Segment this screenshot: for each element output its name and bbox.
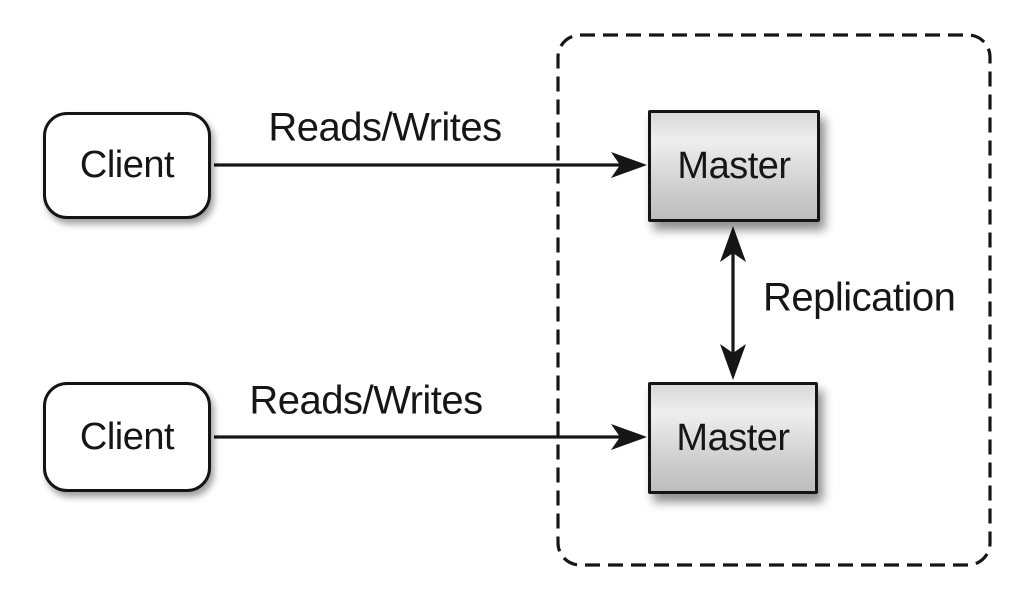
node-master-bottom-label: Master [676, 416, 790, 459]
node-master-top: Master [648, 110, 820, 222]
arrowhead-right-icon [611, 152, 647, 178]
node-client-top-label: Client [79, 144, 175, 186]
arrowhead-right-icon [611, 424, 647, 450]
node-master-bottom: Master [648, 382, 818, 494]
arrowhead-up-icon [720, 226, 746, 262]
node-client-top: Client [43, 112, 211, 219]
reads-writes-arrow-bottom [214, 424, 647, 450]
reads-writes-arrow-top [214, 152, 647, 178]
replication-group-dashed-border [556, 33, 992, 567]
edge-label-reads-writes-top: Reads/Writes [268, 105, 502, 150]
edge-label-reads-writes-bottom: Reads/Writes [249, 378, 483, 423]
node-client-bottom-label: Client [79, 415, 175, 458]
replication-double-arrow [720, 226, 746, 380]
node-master-top-label: Master [677, 144, 791, 187]
edge-label-replication: Replication [763, 275, 956, 320]
node-client-bottom: Client [43, 382, 211, 492]
arrowhead-down-icon [720, 344, 746, 380]
